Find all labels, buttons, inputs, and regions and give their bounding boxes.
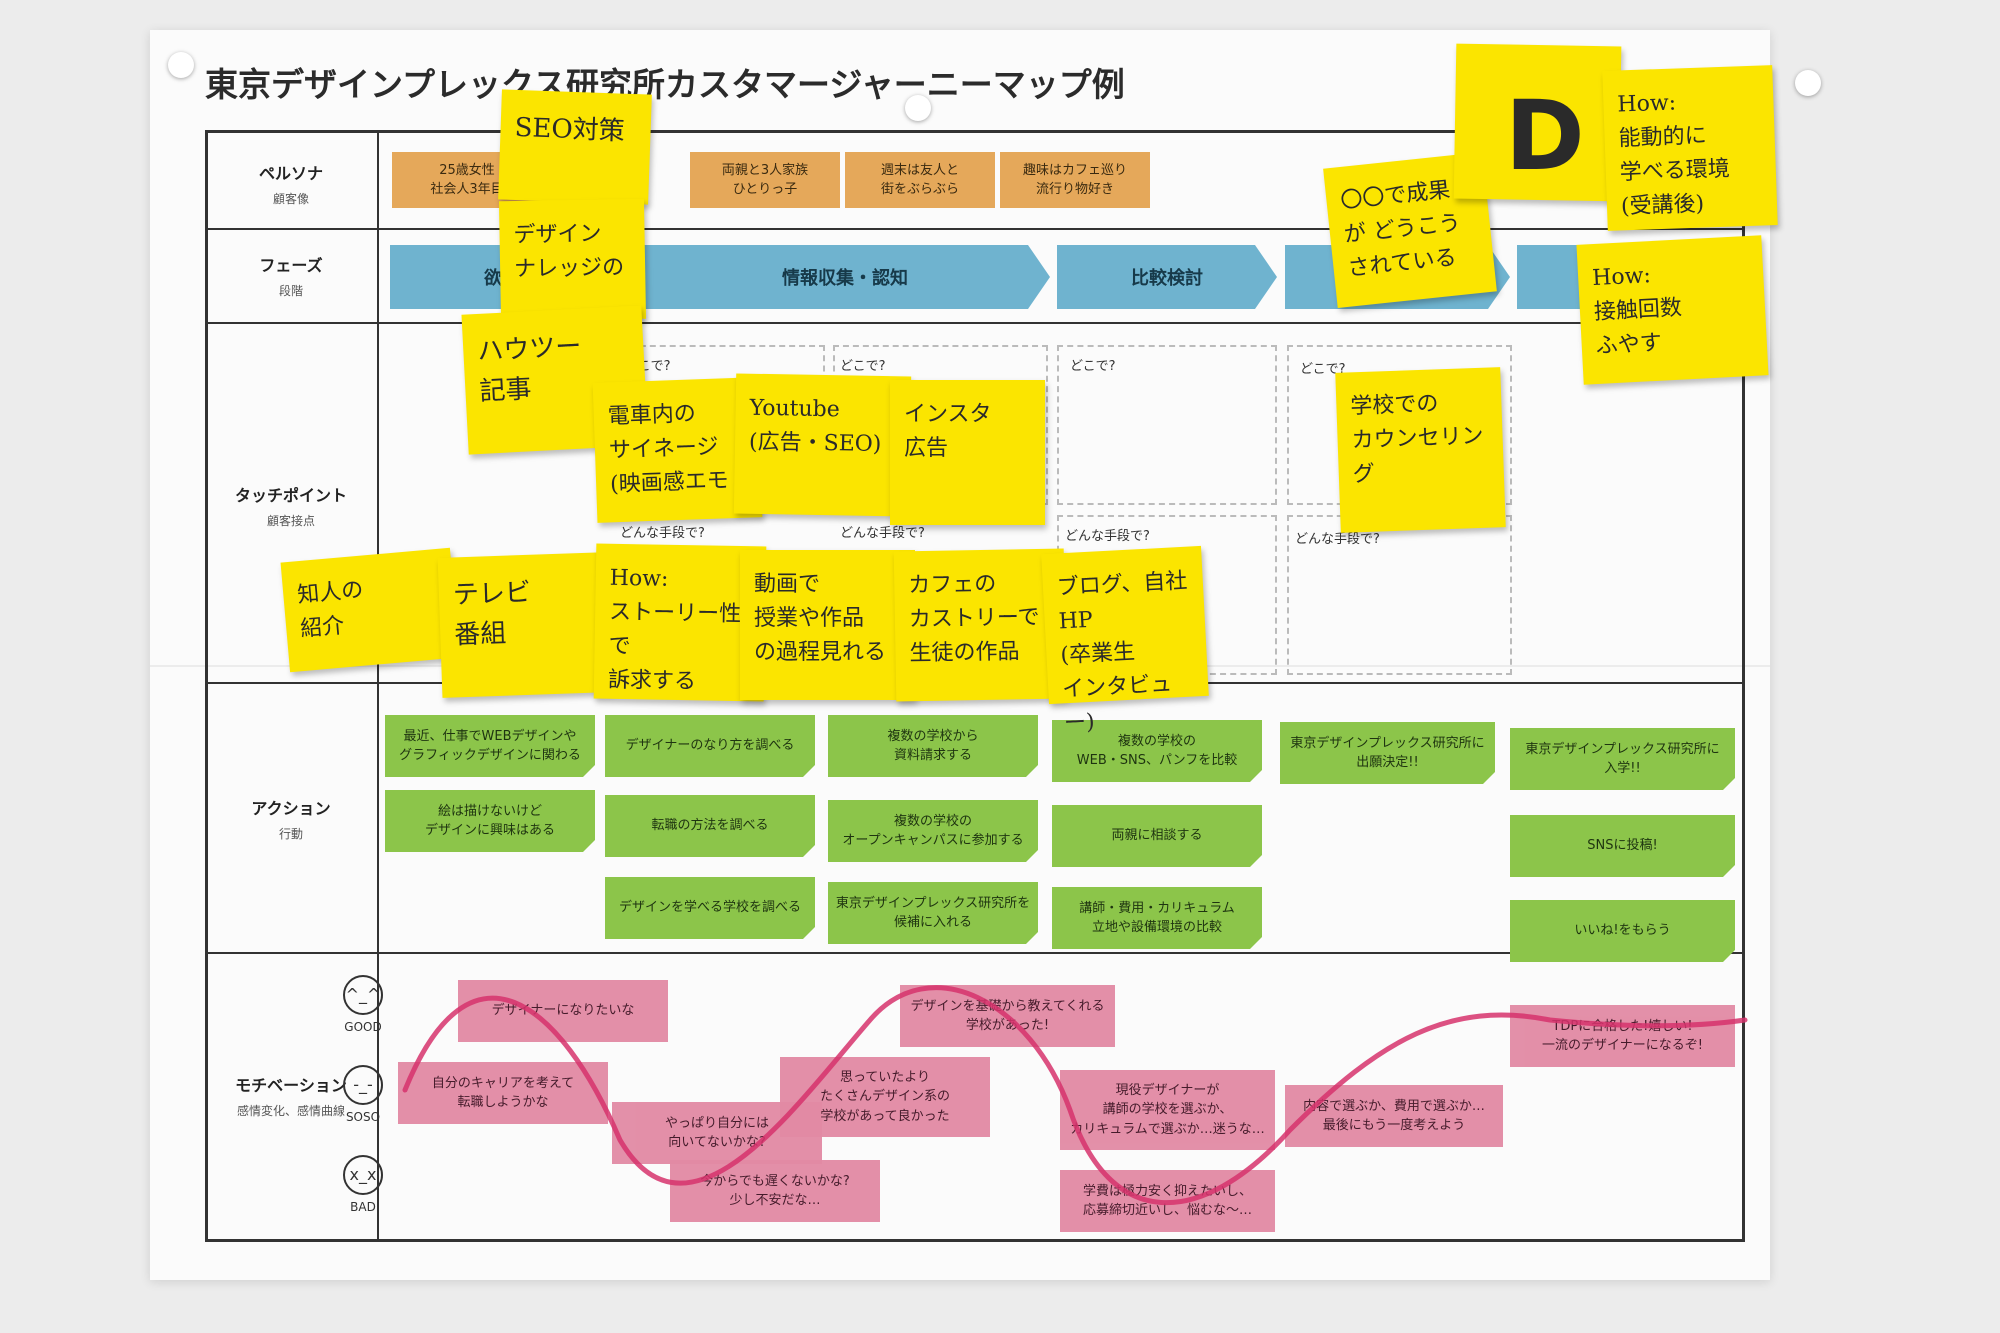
phase-row-label: フェーズ段階 (259, 256, 323, 298)
action-card: いいね!をもらう (1510, 900, 1735, 962)
how-label: どんな手段で? (840, 526, 925, 541)
emotion-card: デザイナーになりたいな (458, 980, 668, 1042)
label-column-divider (377, 130, 379, 1242)
bad-level-label: BAD (350, 1200, 376, 1214)
soso-level-label: SOSO (345, 1110, 381, 1124)
emotion-card: 今からでも遅くないかな? 少し不安だな… (670, 1160, 880, 1222)
sticky-note: SEO対策 (498, 89, 652, 205)
phase-arrow: 比較検討 (1057, 245, 1277, 309)
persona-card: 週末は友人と 街をぶらぶら (845, 152, 995, 208)
row-divider (205, 322, 1745, 324)
sticky-note: ブログ、自社HP (卒業生 インタビュー) (1041, 545, 1209, 737)
pin-center (905, 95, 931, 121)
row-divider (205, 228, 1745, 230)
action-card: 講師・費用・カリキュラム 立地や設備環境の比較 (1052, 887, 1262, 949)
action-row-label: アクション行動 (251, 799, 331, 841)
action-card: 絵は描けないけど デザインに興味はある (385, 790, 595, 852)
how-label: どんな手段で? (620, 526, 705, 541)
badge-letter: D (1505, 80, 1585, 192)
where-label: どこで? (840, 359, 886, 374)
persona-card: 両親と3人家族 ひとりっ子 (690, 152, 840, 208)
pin-right (1795, 70, 1821, 96)
action-card: 東京デザインプレックス研究所に 入学!! (1510, 728, 1735, 790)
where-label: どこで? (1300, 362, 1346, 377)
emotion-card: 現役デザイナーが 講師の学校を選ぶか、 カリキュラムで選ぶか…迷うな… (1060, 1070, 1275, 1150)
sticky-note: カフェの カストリーで 生徒の作品 (893, 548, 1067, 702)
persona-row-label: ペルソナ顧客像 (258, 164, 323, 206)
action-card: 複数の学校の オープンキャンパスに参加する (828, 800, 1038, 862)
emotion-card: デザインを基礎から教えてくれる 学校があった! (900, 985, 1115, 1047)
sticky-note: How: 能動的に 学べる環境 (受講後) (1602, 65, 1778, 231)
sticky-note: Youtube (広告・SEO) (733, 373, 912, 517)
how-label: どんな手段で? (1065, 529, 1150, 544)
action-card: 転職の方法を調べる (605, 795, 815, 857)
action-card: 東京デザインプレックス研究所に 出願決定!! (1280, 722, 1495, 784)
motivation-row-label: モチベーション感情変化、感情曲線 (235, 1076, 347, 1118)
map-grid (205, 130, 1745, 1242)
action-card: SNSに投稿! (1510, 815, 1735, 877)
emotion-card: TDPに合格した!嬉しい! 一流のデザイナーになるぞ! (1510, 1005, 1735, 1067)
action-card: 最近、仕事でWEBデザインや グラフィックデザインに関わる (385, 715, 595, 777)
sticky-note: インスタ 広告 (890, 380, 1045, 525)
action-card: 複数の学校の WEB・SNS、パンフを比較 (1052, 720, 1262, 782)
persona-card: 趣味はカフェ巡り 流行り物好き (1000, 152, 1150, 208)
action-card: 複数の学校から 資料請求する (828, 715, 1038, 777)
good-level-label: GOOD (344, 1020, 382, 1034)
action-card: 両親に相談する (1052, 805, 1262, 867)
action-card: デザイナーのなり方を調べる (605, 715, 815, 777)
touchpoint-where-box (1057, 345, 1277, 505)
action-card: デザインを学べる学校を調べる (605, 877, 815, 939)
emotion-card: 思っていたより たくさんデザイン系の 学校があって良かった (780, 1057, 990, 1137)
sticky-note: テレビ 番組 (437, 552, 613, 698)
bad-face-icon: x_x (343, 1155, 383, 1195)
action-card: 東京デザインプレックス研究所を 候補に入れる (828, 882, 1038, 944)
where-label: どこで? (1070, 359, 1116, 374)
emotion-card: 内容で選ぶか、費用で選ぶか… 最後にもう一度考えよう (1285, 1085, 1503, 1147)
good-face-icon: ^_^ (343, 975, 383, 1015)
touchpoint-row-label: タッチポイント顧客接点 (234, 486, 347, 528)
how-label: どんな手段で? (1295, 532, 1380, 547)
sticky-note: 動画で 授業や作品 の過程見れる (740, 550, 915, 700)
sticky-note: 学校での カウンセリング (1335, 367, 1506, 533)
row-divider (205, 952, 1745, 954)
sticky-note: 知人の 紹介 (280, 547, 460, 673)
phase-arrow: 情報収集・認知 (640, 245, 1050, 309)
sticky-note: How: 接触回数 ふやす (1576, 235, 1769, 385)
sticky-note: デザイン ナレッジの (498, 198, 647, 322)
pin-left (168, 52, 194, 78)
map-title: 東京デザインプレックス研究所カスタマージャーニーマップ例 (205, 65, 1125, 104)
emotion-card: 自分のキャリアを考えて 転職しようかな (398, 1062, 608, 1124)
soso-face-icon: -_- (343, 1065, 383, 1105)
